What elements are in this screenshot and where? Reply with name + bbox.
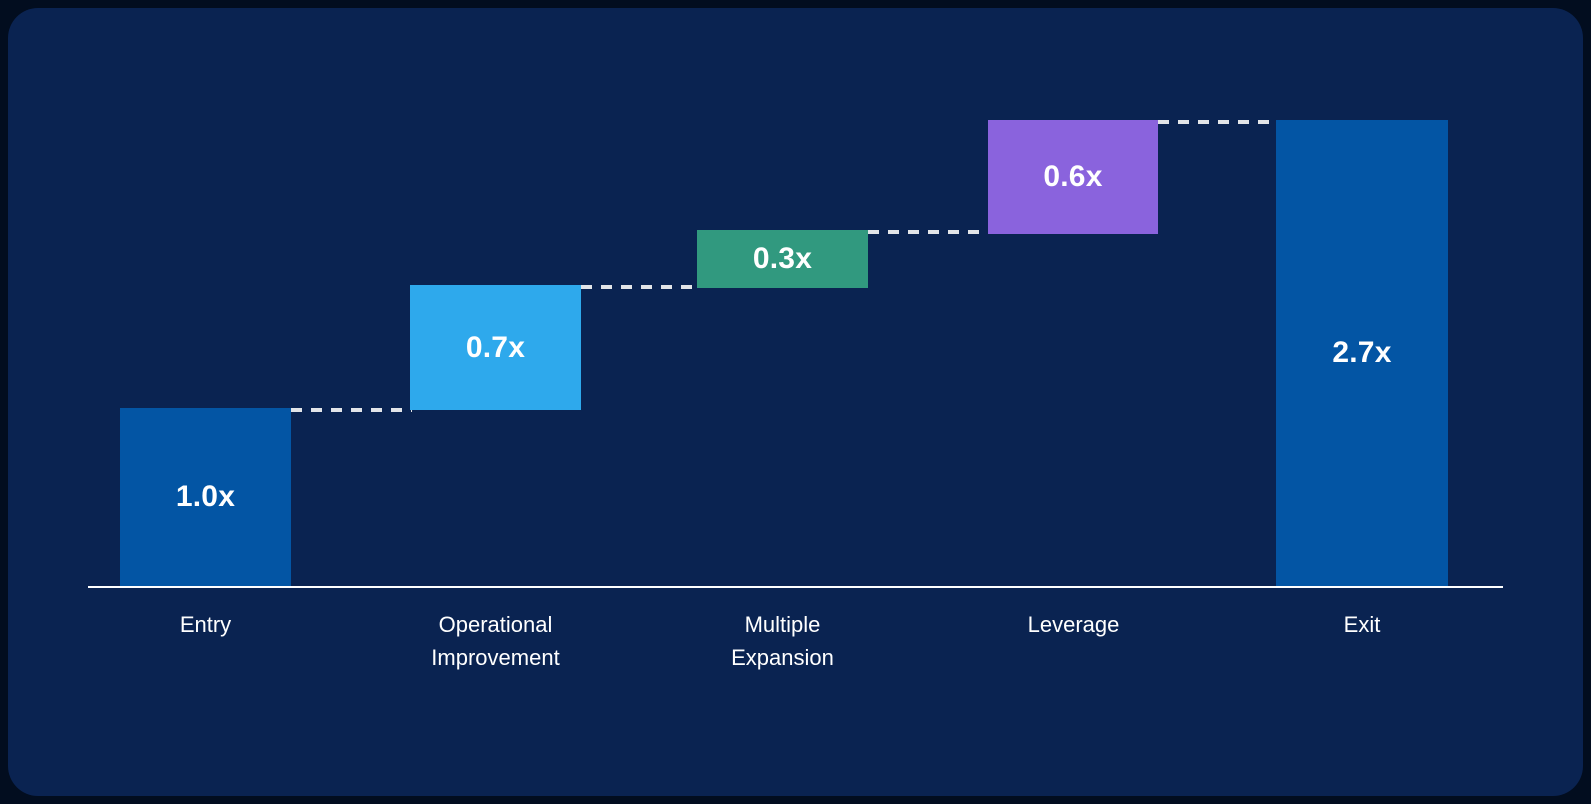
bar-leverage[interactable]: 0.6x [988, 120, 1158, 234]
bar-entry[interactable]: 1.0x [120, 408, 291, 586]
category-label-leverage: Leverage [1027, 612, 1120, 637]
connector-multiple-expansion-to-leverage [868, 230, 990, 234]
bar-operational-improvement[interactable]: 0.7x [410, 285, 581, 410]
bar-value-entry: 1.0x [175, 480, 236, 513]
bar-exit[interactable]: 2.7x [1276, 120, 1448, 586]
connector-operational-improvement-to-multiple-expansion [581, 285, 699, 289]
waterfall-chart: 1.0x 0.7x 0.3x 0.6x 2.7x Entry Operation… [8, 8, 1583, 796]
x-axis-baseline [88, 586, 1503, 588]
connector-entry-to-operational-improvement [291, 408, 412, 412]
bar-value-exit: 2.7x [1332, 336, 1392, 369]
bar-value-operational-improvement: 0.7x [465, 330, 526, 364]
category-label-multiple-expansion: Multiple Expansion [731, 612, 834, 670]
category-label-exit: Exit [1343, 612, 1381, 637]
chart-card: 1.0x 0.7x 0.3x 0.6x 2.7x Entry Operation… [8, 8, 1583, 796]
bar-value-leverage: 0.6x [1043, 160, 1103, 193]
connector-leverage-to-exit [1158, 120, 1278, 124]
bar-value-multiple-expansion: 0.3x [752, 242, 813, 275]
bar-multiple-expansion[interactable]: 0.3x [697, 230, 868, 288]
category-label-entry: Entry [179, 612, 232, 637]
category-label-operational-improvement: Operational Improvement [431, 612, 560, 670]
